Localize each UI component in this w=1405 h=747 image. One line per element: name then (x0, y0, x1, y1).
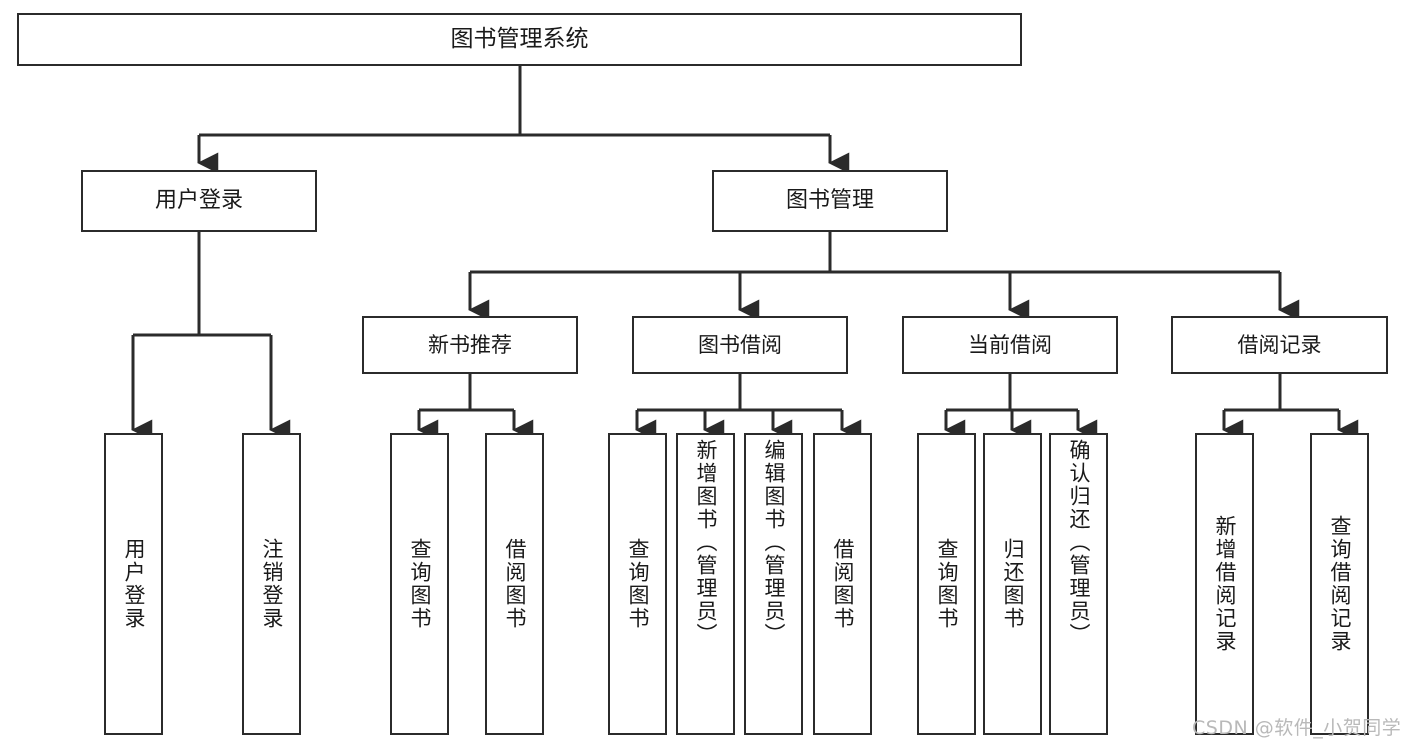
node-new-book-recommend[interactable]: 新书推荐 (362, 316, 578, 374)
leaf-query-book-3[interactable]: 查询图书 (917, 433, 976, 735)
leaf-query-book-1[interactable]: 查询图书 (390, 433, 449, 735)
leaf-return-book[interactable]: 归还图书 (983, 433, 1042, 735)
leaf-query-borrow-record-label: 查询借阅记录 (1328, 515, 1352, 653)
node-book-manage-label: 图书管理 (785, 188, 874, 214)
leaf-query-book-2-label: 查询图书 (626, 538, 650, 630)
leaf-logout[interactable]: 注销登录 (242, 433, 301, 735)
node-borrow-record[interactable]: 借阅记录 (1171, 316, 1388, 374)
leaf-confirm-return-admin-label: 确认归还（管理员） (1067, 439, 1091, 646)
node-book-borrow[interactable]: 图书借阅 (632, 316, 848, 374)
leaf-add-book-admin-label: 新增图书（管理员） (694, 439, 718, 646)
leaf-add-borrow-record-label: 新增借阅记录 (1213, 515, 1237, 653)
leaf-query-book-2[interactable]: 查询图书 (608, 433, 667, 735)
node-book-manage[interactable]: 图书管理 (712, 170, 948, 232)
node-book-borrow-label: 图书借阅 (698, 332, 782, 357)
leaf-confirm-return-admin[interactable]: 确认归还（管理员） (1049, 433, 1108, 735)
node-new-book-recommend-label: 新书推荐 (428, 332, 512, 357)
leaf-borrow-book-1[interactable]: 借阅图书 (485, 433, 544, 735)
leaf-query-book-3-label: 查询图书 (935, 538, 959, 630)
node-current-borrow-label: 当前借阅 (968, 332, 1052, 357)
node-user-login[interactable]: 用户登录 (81, 170, 317, 232)
leaf-edit-book-admin[interactable]: 编辑图书（管理员） (744, 433, 803, 735)
leaf-add-book-admin[interactable]: 新增图书（管理员） (676, 433, 735, 735)
leaf-return-book-label: 归还图书 (1001, 538, 1025, 630)
leaf-edit-book-admin-label: 编辑图书（管理员） (762, 439, 786, 646)
leaf-logout-label: 注销登录 (260, 538, 284, 630)
node-borrow-record-label: 借阅记录 (1237, 332, 1322, 357)
leaf-query-book-1-label: 查询图书 (408, 538, 432, 630)
node-current-borrow[interactable]: 当前借阅 (902, 316, 1118, 374)
node-root[interactable]: 图书管理系统 (17, 13, 1022, 66)
leaf-borrow-book-2-label: 借阅图书 (831, 538, 855, 630)
node-root-label: 图书管理系统 (450, 26, 589, 53)
leaf-user-login[interactable]: 用户登录 (104, 433, 163, 735)
leaf-borrow-book-1-label: 借阅图书 (503, 538, 527, 630)
leaf-user-login-label: 用户登录 (122, 538, 146, 630)
leaf-query-borrow-record[interactable]: 查询借阅记录 (1310, 433, 1369, 735)
leaf-add-borrow-record[interactable]: 新增借阅记录 (1195, 433, 1254, 735)
node-user-login-label: 用户登录 (154, 188, 243, 214)
leaf-borrow-book-2[interactable]: 借阅图书 (813, 433, 872, 735)
watermark-text: CSDN @软件_小贺同学 (1192, 717, 1402, 739)
